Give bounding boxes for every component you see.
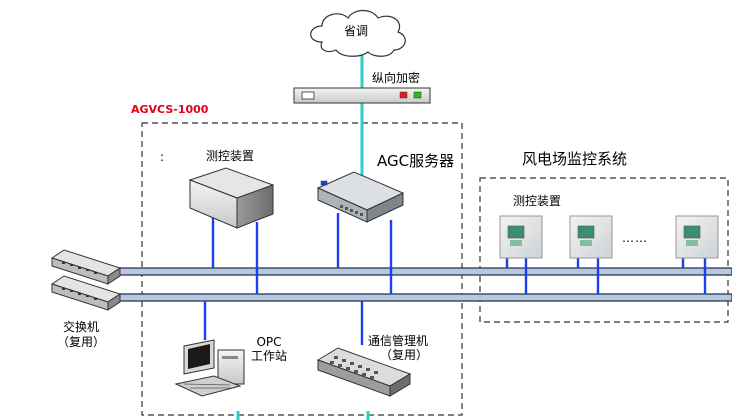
wind-ellipsis: …… — [622, 231, 648, 245]
system-label: AGVCS-1000 — [131, 103, 209, 116]
wind-farm-boundary — [479, 177, 729, 323]
colon-mark: : — [160, 150, 165, 164]
comm-manager-label-2: （复用） — [380, 348, 429, 362]
cloud-label: 省调 — [344, 24, 369, 38]
wind-device-icon-2 — [569, 215, 613, 259]
opc-workstation-icon — [174, 339, 245, 397]
wind-device-icon-3 — [675, 215, 719, 259]
network-bus-bottom — [111, 293, 732, 302]
measure-device-label: 测控装置 — [206, 149, 255, 163]
cloud-icon — [310, 9, 406, 57]
opc-label-1: OPC — [256, 335, 282, 349]
comm-manager-label-1: 通信管理机 — [368, 334, 429, 348]
switch-icon-bottom — [50, 275, 122, 311]
network-bus-top — [111, 267, 732, 276]
agc-server-icon — [316, 171, 405, 223]
wind-device-icon-1 — [499, 215, 543, 259]
wind-farm-title: 风电场监控系统 — [522, 150, 628, 168]
switch-label-1: 交换机 — [62, 320, 99, 334]
switch-label-2: （复用） — [56, 335, 105, 349]
encryptor-label: 纵向加密 — [372, 71, 421, 85]
agc-server-label: AGC服务器 — [377, 152, 455, 170]
measure-device-icon — [188, 167, 275, 229]
comm-manager-icon — [316, 347, 412, 397]
wind-device-label: 测控装置 — [513, 194, 562, 208]
opc-label-2: 工作站 — [250, 349, 287, 363]
encryptor-icon — [293, 87, 431, 104]
switch-icon-top — [50, 249, 122, 285]
blue-links — [203, 213, 707, 345]
